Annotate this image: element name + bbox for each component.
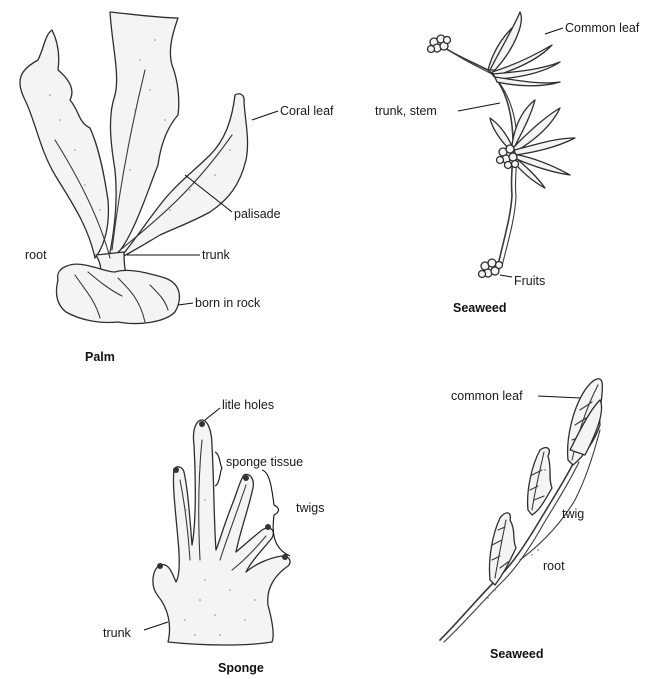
seaweed-top-trunk-stem-leader [458,103,500,111]
seaweed-top-drawing [428,12,576,278]
sponge-tissue-brace [215,452,222,486]
seaweed-top-caption: Seaweed [453,301,507,315]
seaweed-top-middle-leaves [490,100,575,188]
seaweed-bottom-leaf-1 [489,513,516,585]
palm-label-born-in-rock: born in rock [195,296,261,310]
sponge-label-litle-holes: litle holes [222,398,274,412]
palm-label-coral-leaf: Coral leaf [280,104,334,118]
seaweed-bottom-common-leaf-leader [538,396,580,398]
palm-label-root: root [25,248,47,262]
palm-drawing [20,12,248,324]
palm-rock-leader [178,303,193,305]
palm-label-palisade: palisade [234,207,281,221]
palm-left-leaf [20,30,109,258]
seaweed-top-label-fruits: Fruits [514,274,545,288]
sponge-caption: Sponge [218,661,264,675]
seaweed-top-label-trunk-stem: trunk, stem [375,104,437,118]
palm-caption: Palm [85,350,115,364]
seaweed-bottom-caption: Seaweed [490,647,544,661]
seaweed-bottom-label-common-leaf: common leaf [451,389,523,403]
seaweed-top-fruits-lower [479,259,503,278]
sponge-label-twigs: twigs [296,501,324,515]
seaweed-top-upper-leaves [488,12,560,86]
seaweed-top-label-common-leaf: Common leaf [565,21,640,35]
sponge-trunk-leader [144,622,168,630]
palm-coral-leaf-leader [252,111,278,120]
sponge-body [153,420,290,645]
seaweed-top-fruits-leader [500,275,512,277]
seaweed-top-common-leaf-leader [545,28,563,34]
sponge-label-trunk: trunk [103,626,132,640]
sponge-drawing [153,420,290,645]
palm-label-trunk: trunk [202,248,231,262]
sponge-holes-leader [205,408,220,420]
seaweed-bottom-label-twig: twig [562,507,584,521]
sponge-label-sponge-tissue: sponge tissue [226,455,303,469]
seaweed-bottom-label-root: root [543,559,565,573]
